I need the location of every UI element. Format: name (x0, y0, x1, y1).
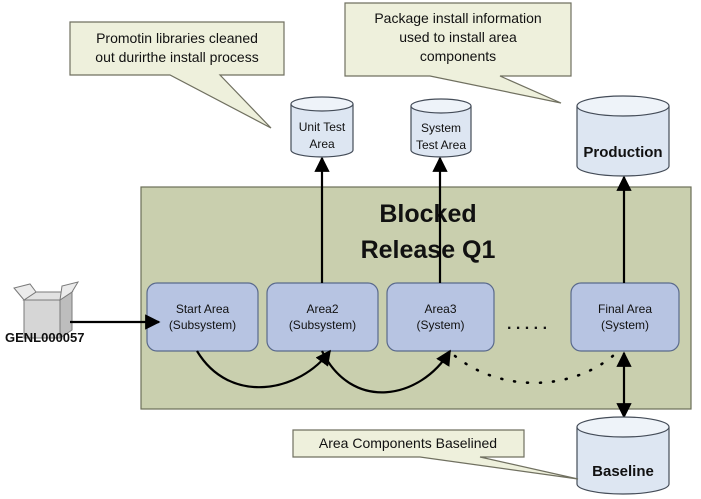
unit-test-label-2: Area (309, 137, 335, 151)
system-test-database-icon (410, 98, 472, 158)
release-title-line1: Blocked (379, 200, 476, 228)
arrow-start-to-area2 (196, 349, 331, 389)
callout-package-line3: components (420, 48, 496, 64)
package-label: GENL000057 (5, 330, 85, 345)
callout-package-line2: used to install area (399, 29, 517, 45)
area-start-name: Start Area (176, 302, 230, 316)
callout-package: Package install information used to inst… (344, 2, 572, 104)
area-2[interactable]: Area2 (Subsystem) (266, 282, 379, 352)
system-test-label-1: System (421, 121, 461, 135)
area-3[interactable]: Area3 (System) (386, 282, 495, 352)
area-final-name: Final Area (598, 302, 652, 316)
area-2-type: (Subsystem) (289, 318, 356, 332)
callout-baselined-text: Area Components Baselined (319, 435, 497, 451)
callout-baselined: Area Components Baselined (292, 429, 579, 480)
callout-package-line1: Package install information (374, 10, 541, 26)
system-test-label-2: Test Area (416, 138, 466, 152)
area-2-name: Area2 (306, 302, 338, 316)
unit-test-label-1: Unit Test (299, 120, 346, 134)
unit-test-database-icon (290, 96, 354, 158)
area-start-type: (Subsystem) (169, 318, 236, 332)
area-final[interactable]: Final Area (System) (570, 282, 680, 352)
baseline-database-icon (576, 416, 670, 495)
package-box-icon (13, 281, 80, 339)
production-database-icon (576, 95, 670, 177)
areas-ellipsis: . . . . . (507, 316, 547, 333)
callout-promotion-line2: out durirthe install process (95, 49, 258, 65)
release-title-line2: Release Q1 (361, 236, 496, 264)
area-start[interactable]: Start Area (Subsystem) (146, 282, 259, 352)
callout-promotion-line1: Promotin libraries cleaned (96, 30, 258, 46)
baseline-label: Baseline (592, 463, 654, 480)
area-final-type: (System) (601, 318, 649, 332)
production-label: Production (583, 144, 662, 161)
callout-promotion: Promotin libraries cleaned out durirthe … (69, 21, 285, 129)
area-3-name: Area3 (424, 302, 456, 316)
area-3-type: (System) (417, 318, 465, 332)
arrow-area2-to-area3 (321, 349, 451, 394)
